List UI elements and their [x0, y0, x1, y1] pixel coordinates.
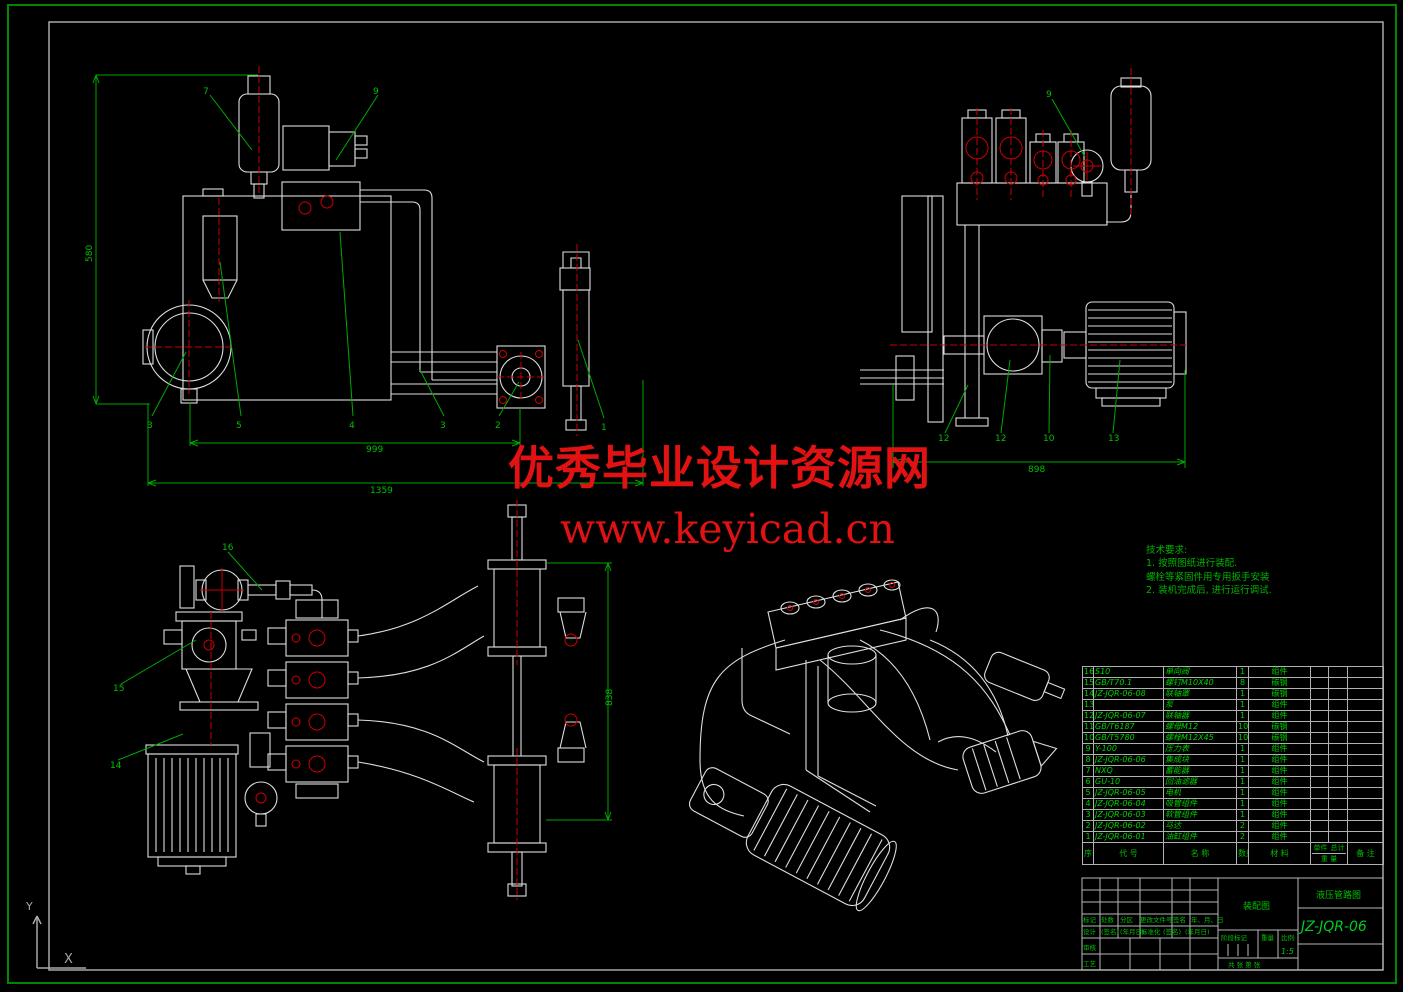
- watermark-site-url: www.keyicad.cn: [560, 505, 895, 553]
- side-view-drawing: 9 12 12 10 13 898: [860, 68, 1187, 475]
- parts-table-header-row: 序号 代 号 名 称 数量 材 料 单件 总计 重 量 备 注: [1082, 842, 1384, 865]
- callout-number: 12: [938, 434, 949, 444]
- header-qty: 数量: [1236, 842, 1249, 865]
- header-weight-label: 重 量: [1320, 855, 1338, 863]
- callout-number: 16: [222, 543, 234, 553]
- tb-sign3-label: (签名): [1163, 927, 1181, 936]
- tb-standard-label: 标准化: [1141, 927, 1161, 936]
- callout-number: 3: [440, 421, 446, 431]
- tb-zone-label: 分区: [1120, 915, 1134, 924]
- callout-number: 14: [110, 761, 122, 771]
- tb-review-label: 审核: [1083, 943, 1097, 952]
- tb-date-label: 年、月、日: [1191, 915, 1224, 924]
- front-view-drawing: 7 9 3 5 4 3 2 1 580 999 1359: [85, 66, 644, 496]
- callout-number: 2: [495, 421, 501, 431]
- title-block: 标记 处数 分区 更改文件号 签名 年、月、日 设计 (签名) (年月日) 标准…: [1081, 877, 1384, 971]
- callout-number: 7: [203, 87, 209, 97]
- tb-mark-label: 标记: [1083, 915, 1097, 924]
- watermark-site-name: 优秀毕业设计资源网: [508, 441, 931, 495]
- tb-sign2-label: (签名): [1101, 927, 1119, 936]
- side-view-callouts: 9 12 12 10 13 898: [938, 90, 1119, 475]
- header-remark: 备 注: [1347, 842, 1384, 865]
- ucs-y-label: Y: [25, 900, 33, 913]
- tb-sheet-label: 共 张 第 张: [1228, 960, 1261, 969]
- isometric-view-drawing: [688, 579, 1066, 912]
- callout-number: 9: [373, 87, 379, 97]
- callout-number: 4: [349, 421, 355, 431]
- header-weight-unit: 单件: [1313, 844, 1328, 852]
- callout-number: 10: [1043, 434, 1055, 444]
- header-seq: 序号: [1082, 842, 1094, 865]
- tb-count-label: 处数: [1101, 915, 1115, 924]
- header-code: 代 号: [1093, 842, 1164, 865]
- tb-scale-value: 1:5: [1281, 947, 1294, 956]
- drawing-title: 液压管路图: [1316, 889, 1361, 901]
- tech-note-line: 技术要求:: [1146, 545, 1188, 556]
- tb-drawing-type: 装配图: [1243, 900, 1270, 912]
- callout-number: 5: [236, 421, 242, 431]
- header-weight-total: 总计: [1330, 844, 1345, 852]
- header-name: 名 称: [1163, 842, 1237, 865]
- header-material: 材 料: [1248, 842, 1311, 865]
- tb-sign-label: 签名: [1173, 915, 1186, 924]
- tb-doc-label: 更改文件号: [1140, 915, 1173, 924]
- callout-number: 1: [601, 423, 607, 433]
- callout-number: 13: [1108, 434, 1119, 444]
- callout-number: 12: [995, 434, 1006, 444]
- front-view-callouts: 7 9 3 5 4 3 2 1 580 999 1359: [85, 87, 607, 496]
- tb-date2-label: (年月日): [1120, 927, 1145, 936]
- callout-number: 3: [147, 421, 153, 431]
- tech-note-line: 螺栓等紧固件用专用扳手安装: [1146, 571, 1270, 583]
- tech-note-line: 2. 装机完成后, 进行运行调试.: [1146, 584, 1272, 596]
- plan-view-callouts: 16 15 14 838: [110, 543, 615, 771]
- technical-notes: 技术要求: 1. 按照图纸进行装配. 螺栓等紧固件用专用扳手安装 2. 装机完成…: [1146, 544, 1272, 597]
- drawing-number: JZ-JQR-06: [1298, 919, 1367, 935]
- plan-view-drawing: 16 15 14 838: [110, 500, 615, 900]
- dim-text-inner: 999: [366, 445, 383, 455]
- tech-note-line: 1. 按照图纸进行装配.: [1146, 558, 1238, 570]
- dim-text-outer: 1359: [370, 486, 393, 496]
- dim-text-height: 838: [605, 689, 615, 706]
- tb-date3-label: (年月日): [1185, 927, 1210, 936]
- callout-number: 9: [1046, 90, 1052, 100]
- tb-scale-label: 比例: [1281, 933, 1294, 942]
- tb-weight-label: 重量: [1261, 934, 1275, 942]
- dim-text-height: 580: [85, 245, 95, 262]
- header-weight: 单件 总计 重 量: [1310, 842, 1348, 865]
- sheet-borders: [7, 4, 1397, 984]
- tb-design-label: 设计: [1083, 927, 1097, 936]
- ucs-x-label: X: [64, 952, 73, 967]
- ucs-icon: Y X: [25, 900, 86, 969]
- dim-text-width: 898: [1028, 465, 1045, 475]
- tb-stage-label: 阶段标记: [1221, 933, 1248, 942]
- callout-number: 15: [113, 684, 124, 694]
- tb-process-label: 工艺: [1083, 960, 1097, 968]
